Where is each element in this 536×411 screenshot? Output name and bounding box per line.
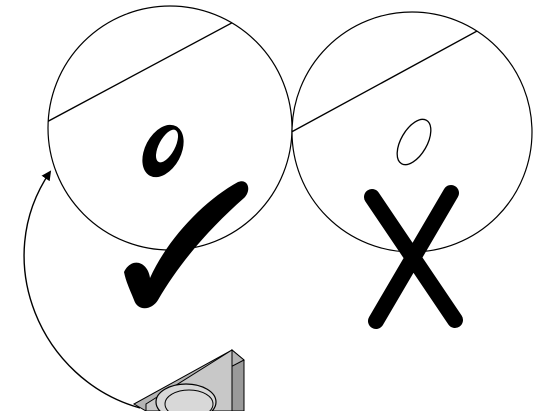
surface-edge-line-left	[48, 6, 292, 148]
hole-filled-icon	[142, 124, 184, 178]
bracket-hole	[155, 383, 217, 411]
bracket-hole-inner	[164, 389, 214, 411]
surface-edge-line-right	[292, 12, 532, 161]
curved-arrow-icon	[23, 170, 141, 409]
hole-outline-icon	[396, 118, 432, 166]
x-cross-icon	[364, 185, 463, 329]
panel-correct	[47, 5, 293, 251]
checkmark-icon	[124, 181, 249, 309]
bracket-with-hole-icon	[132, 348, 245, 411]
